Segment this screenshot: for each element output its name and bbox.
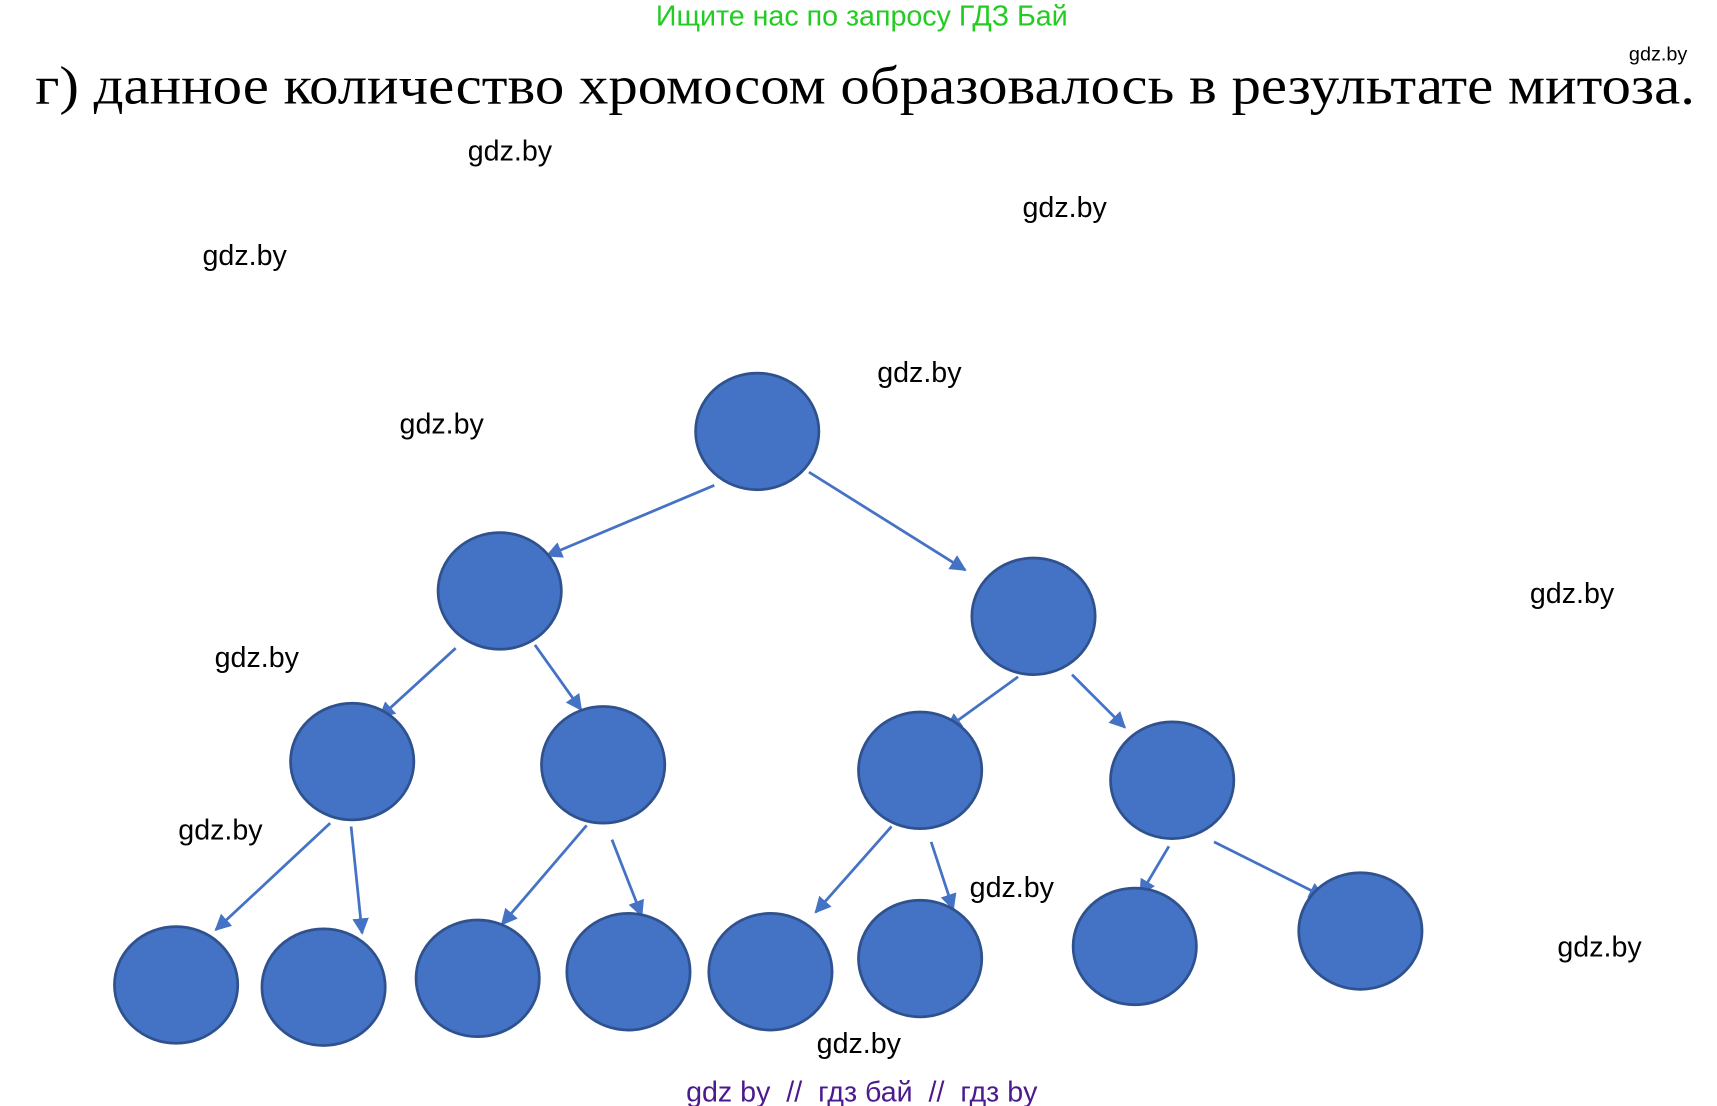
- cell-node: [414, 918, 541, 1039]
- cell-node: [113, 925, 240, 1045]
- cell-node: [857, 710, 984, 831]
- watermark-text: gdz.by: [1530, 578, 1615, 610]
- division-arrow: [533, 644, 583, 712]
- division-arrow: [500, 824, 588, 926]
- arrows: [214, 470, 1326, 935]
- search-hint: Ищите нас по запросу ГДЗ Бай: [656, 0, 1068, 32]
- cell-node: [1109, 720, 1236, 840]
- division-arrow: [929, 841, 957, 911]
- cell-node: [436, 531, 563, 651]
- cell-node: [694, 371, 821, 492]
- cell-node: [1071, 886, 1198, 1007]
- cell-node: [707, 912, 834, 1032]
- division-arrow: [808, 470, 967, 572]
- watermarks: gdz.by gdz.by gdz.by gdz.by gdz.by gdz.by gdz.…: [178, 44, 1687, 1061]
- watermark-text: gdz.by: [400, 409, 485, 441]
- division-arrow: [214, 822, 332, 932]
- cell-nodes: [113, 371, 1424, 1047]
- division-arrow: [545, 484, 715, 558]
- watermark-text: gdz.by: [468, 136, 553, 168]
- division-arrow: [1139, 845, 1171, 897]
- division-arrow: [610, 839, 644, 918]
- page-title: г) данное количество хромосом образовало…: [35, 55, 1695, 115]
- footer-links[interactable]: gdz by // гдз бай // гдз by: [686, 1077, 1038, 1106]
- cell-node: [540, 705, 667, 825]
- division-arrow: [349, 826, 369, 935]
- cell-node: [1297, 871, 1424, 991]
- watermark-text: gdz.by: [877, 357, 962, 389]
- division-arrow: [1213, 840, 1326, 899]
- division-arrow: [1071, 673, 1127, 729]
- division-arrow: [378, 647, 457, 719]
- watermark-text: gdz.by: [817, 1028, 902, 1060]
- cell-node: [260, 927, 387, 1047]
- watermark-text: gdz.by: [1557, 931, 1642, 963]
- watermark-text: gdz.by: [1022, 192, 1107, 224]
- watermark-text: gdz.by: [203, 240, 288, 272]
- cell-node: [970, 556, 1097, 676]
- watermark-text: gdz.by: [970, 872, 1055, 904]
- cell-node: [565, 912, 692, 1032]
- watermark-text: gdz.by: [178, 815, 263, 847]
- cell-node: [857, 898, 984, 1019]
- watermark-text: gdz.by: [1629, 44, 1687, 66]
- division-arrow: [945, 675, 1019, 730]
- cell-node: [289, 701, 416, 822]
- watermark-text: gdz.by: [215, 642, 300, 674]
- division-arrow: [814, 825, 893, 914]
